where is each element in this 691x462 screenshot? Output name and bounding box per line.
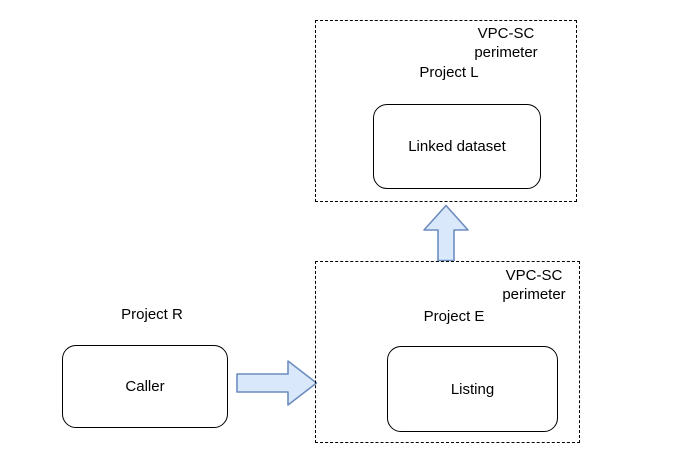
top-perimeter-label-line2: perimeter: [474, 44, 538, 61]
top-perimeter-label: VPC-SC perimeter: [456, 24, 556, 62]
listing-node-label: Listing: [450, 380, 495, 398]
right-arrow-icon: [236, 360, 318, 406]
linked-dataset-node: Linked dataset: [373, 104, 541, 189]
top-perimeter-label-line1: VPC-SC: [477, 25, 535, 42]
caller-node-label: Caller: [125, 378, 165, 395]
project-r-label: Project R: [121, 306, 183, 323]
caller-node: Caller: [62, 345, 228, 428]
listing-node: Listing: [387, 346, 558, 432]
bottom-perimeter-label-line2: perimeter: [502, 286, 566, 303]
project-e-label: Project E: [423, 308, 485, 325]
up-arrow-icon: [423, 204, 469, 262]
bottom-perimeter-box: VPC-SC perimeter Project E Listing: [315, 261, 580, 443]
top-perimeter-box: VPC-SC perimeter Project L Linked datase…: [315, 20, 577, 202]
bottom-perimeter-label-line1: VPC-SC: [505, 267, 563, 284]
bottom-perimeter-label: VPC-SC perimeter: [484, 266, 584, 304]
project-l-label: Project L: [419, 64, 479, 81]
linked-dataset-node-label: Linked dataset: [408, 138, 506, 155]
